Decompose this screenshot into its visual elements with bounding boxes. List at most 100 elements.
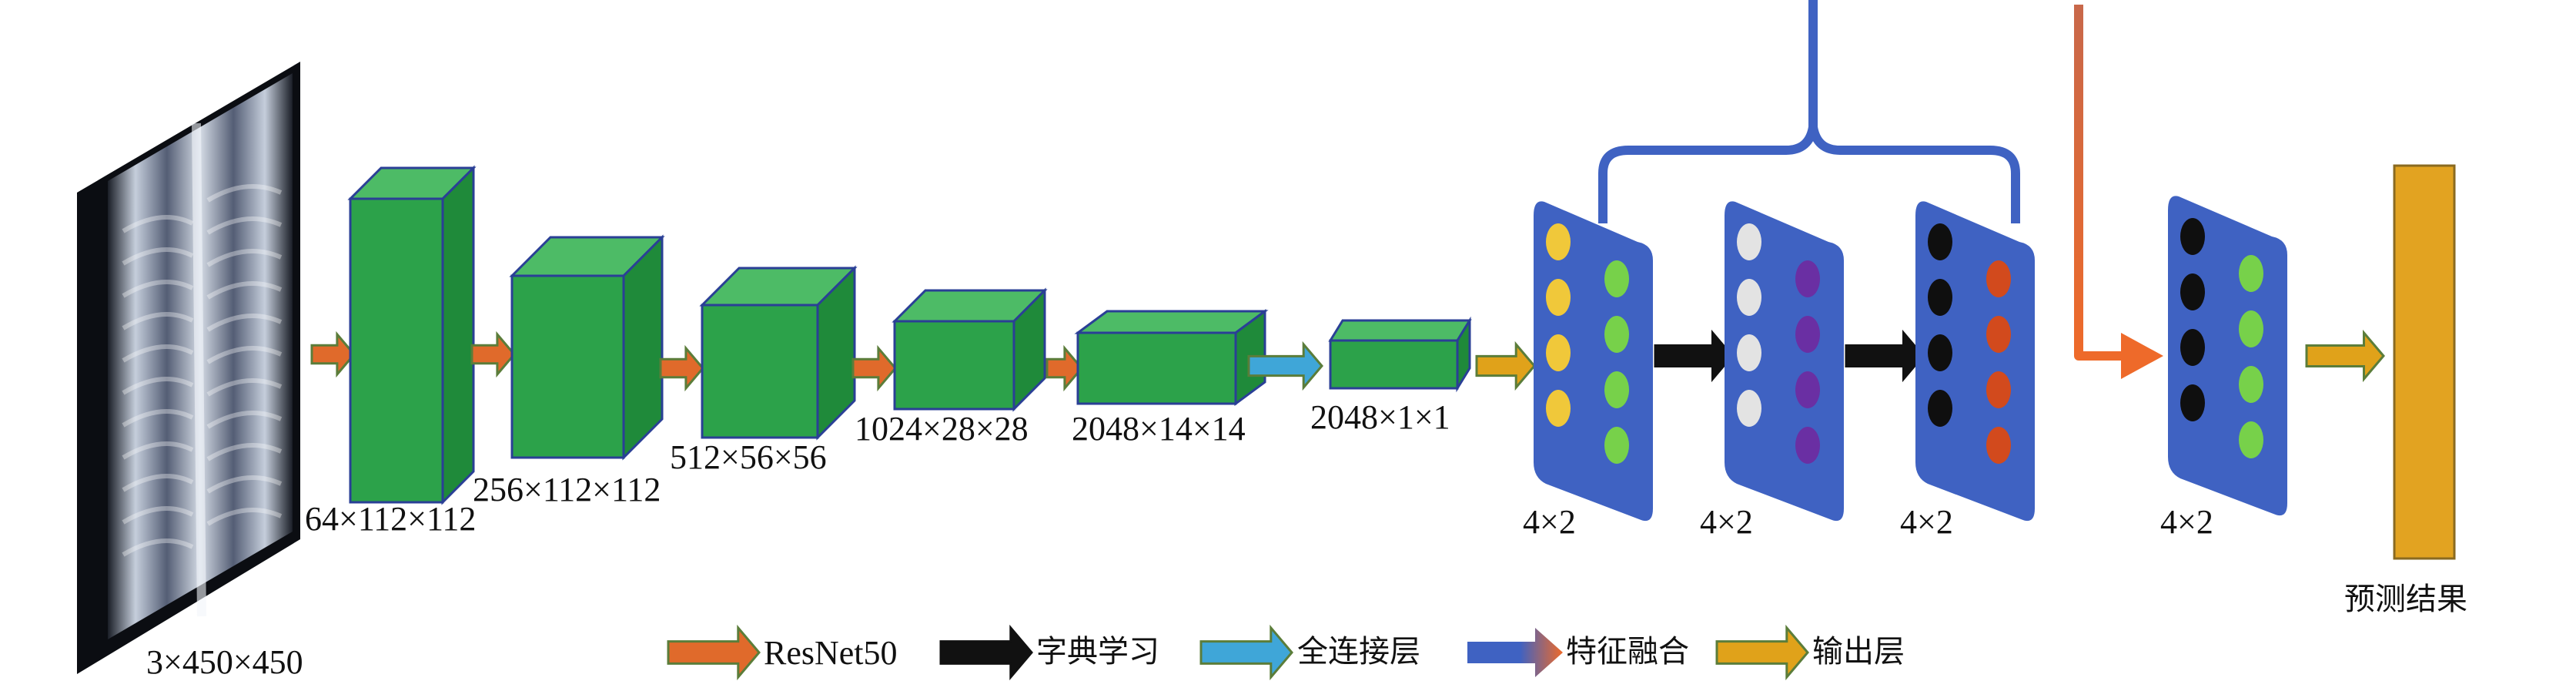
legend-fusion-arrow-shape	[1467, 628, 1563, 677]
matrix-panel-2-dot-left	[1737, 279, 1761, 316]
resnet-arrow-5	[1045, 344, 1083, 392]
chest-xray-image	[77, 62, 300, 674]
xray-rib-left	[122, 441, 194, 460]
xray-rib-left	[122, 506, 194, 525]
matrix-panel-4-dot-right	[2239, 421, 2263, 458]
resnet-arrow-3	[659, 344, 704, 392]
xray-spine	[192, 122, 206, 617]
legend-output-layer-icon	[1715, 624, 1809, 680]
feature-cube-2-side	[622, 234, 664, 461]
xray-rib-left	[122, 215, 194, 233]
xray-rib-right	[206, 475, 283, 494]
feature-cube-3-front	[701, 304, 819, 439]
feature-cube-5	[1074, 309, 1269, 406]
feature-cube-5-front	[1076, 331, 1237, 405]
fusion-brace	[1598, 0, 2163, 379]
matrix-panel-1-dot-left	[1546, 223, 1571, 260]
matrix-2-dims-label: 4×2	[1700, 503, 1753, 541]
feature-cube-6-top	[1328, 319, 1472, 342]
feature-cube-1	[347, 165, 477, 505]
matrix-panel-3-dot-left	[1928, 223, 1952, 260]
matrix-panel-1	[1534, 201, 1653, 522]
xray-rib-right	[206, 314, 283, 332]
feature-cube-2-front	[510, 274, 625, 459]
matrix-panel-1-dot-right	[1604, 316, 1629, 353]
legend-resnet50-label: ResNet50	[764, 634, 898, 672]
legend-output-layer-label: 输出层	[1812, 634, 1905, 669]
fusion-down-line	[2074, 5, 2129, 361]
legend-fully-connected-icon	[1199, 624, 1293, 680]
feature-cube-6	[1328, 316, 1472, 393]
matrix-panel-1-dot-left	[1546, 390, 1571, 427]
xray-rib-left	[122, 538, 194, 557]
xray-rib-right	[206, 216, 283, 235]
matrix-panel-1-dot-left	[1546, 334, 1571, 371]
xray-rib-right	[206, 508, 283, 526]
legend-feature-fusion-icon	[1467, 628, 1563, 677]
feature-cube-5-top	[1074, 310, 1269, 334]
matrix-1-dims-label: 4×2	[1523, 503, 1576, 541]
prediction-output-bar	[2393, 164, 2456, 560]
feature-cube-4-front	[893, 320, 1015, 411]
matrix-panel-1-dot-left	[1546, 279, 1571, 316]
resnet-arrow-1	[310, 330, 356, 378]
matrix-panel-1-dot-right	[1604, 371, 1629, 408]
dict-arrow-1	[1654, 329, 1734, 383]
cube-5-dims-label: 2048×14×14	[1072, 410, 1246, 448]
xray-rib-right	[206, 346, 283, 364]
xray-rib-left	[122, 280, 194, 298]
xray-rib-right	[206, 184, 283, 203]
matrix-panel-3-dot-right	[1986, 371, 2011, 408]
matrix-3-dims-label: 4×2	[1900, 503, 1953, 541]
matrix-panel-3-dot-left	[1928, 390, 1952, 427]
legend-dictionary-learning-icon	[939, 624, 1033, 680]
resnet-arrow-2	[470, 330, 516, 378]
legend-dictionary-learning-label: 字典学习	[1036, 634, 1159, 669]
matrix-panel-4-dot-left	[2180, 329, 2205, 366]
xray-rib-left	[122, 247, 194, 266]
resnet-arrow-4	[851, 344, 897, 392]
matrix-panel-4	[2168, 196, 2287, 516]
matrix-panel-2-dot-right	[1795, 316, 1820, 353]
matrix-panel-2	[1725, 201, 1844, 522]
legend-fully-connected-label: 全连接层	[1297, 634, 1420, 669]
matrix-panel-3	[1915, 201, 2035, 522]
legend-resnet50-icon	[667, 624, 761, 680]
feature-cube-6-front	[1329, 339, 1459, 390]
input-dims-label: 3×450×450	[146, 643, 303, 681]
fc-arrow	[1247, 340, 1323, 391]
matrix-panel-2-dot-left	[1737, 223, 1761, 260]
xray-rib-right	[206, 411, 283, 429]
matrix-panel-4-dot-right	[2239, 255, 2263, 292]
matrix-panel-1-dot-right	[1604, 260, 1629, 297]
dict-arrow-2	[1845, 329, 1925, 383]
matrix-panel-4-dot-left	[2180, 218, 2205, 255]
matrix-panel-3-dot-right	[1986, 316, 2011, 353]
xray-rib-left	[122, 377, 194, 395]
xray-rib-left	[122, 409, 194, 428]
xray-rib-right	[206, 249, 283, 267]
xray-rib-left	[122, 474, 194, 492]
output-arrow-2	[2305, 329, 2385, 383]
feature-cube-2	[509, 234, 665, 461]
matrix-panel-2-dot-right	[1795, 260, 1820, 297]
matrix-panel-3-dot-left	[1928, 334, 1952, 371]
matrix-panel-4-dot-left	[2180, 273, 2205, 310]
feature-cube-1-side	[441, 165, 475, 505]
xray-rib-left	[122, 344, 194, 363]
matrix-panel-2-dot-left	[1737, 390, 1761, 427]
matrix-panel-4-dot-left	[2180, 384, 2205, 421]
matrix-panel-4-dot-right	[2239, 310, 2263, 347]
matrix-panel-3-dot-right	[1986, 427, 2011, 464]
xray-rib-right	[206, 378, 283, 397]
prediction-result-label: 预测结果	[2344, 582, 2467, 617]
matrix-panel-3-dot-right	[1986, 260, 2011, 297]
fusion-brace-path	[1598, 0, 2020, 223]
xray-rib-right	[206, 443, 283, 461]
cube-4-dims-label: 1024×28×28	[855, 410, 1029, 448]
matrix-panel-2-dot-right	[1795, 427, 1820, 464]
cube-2-dims-label: 256×112×112	[473, 471, 661, 508]
matrix-panel-4-dot-right	[2239, 366, 2263, 403]
cube-1-dims-label: 64×112×112	[305, 500, 477, 538]
